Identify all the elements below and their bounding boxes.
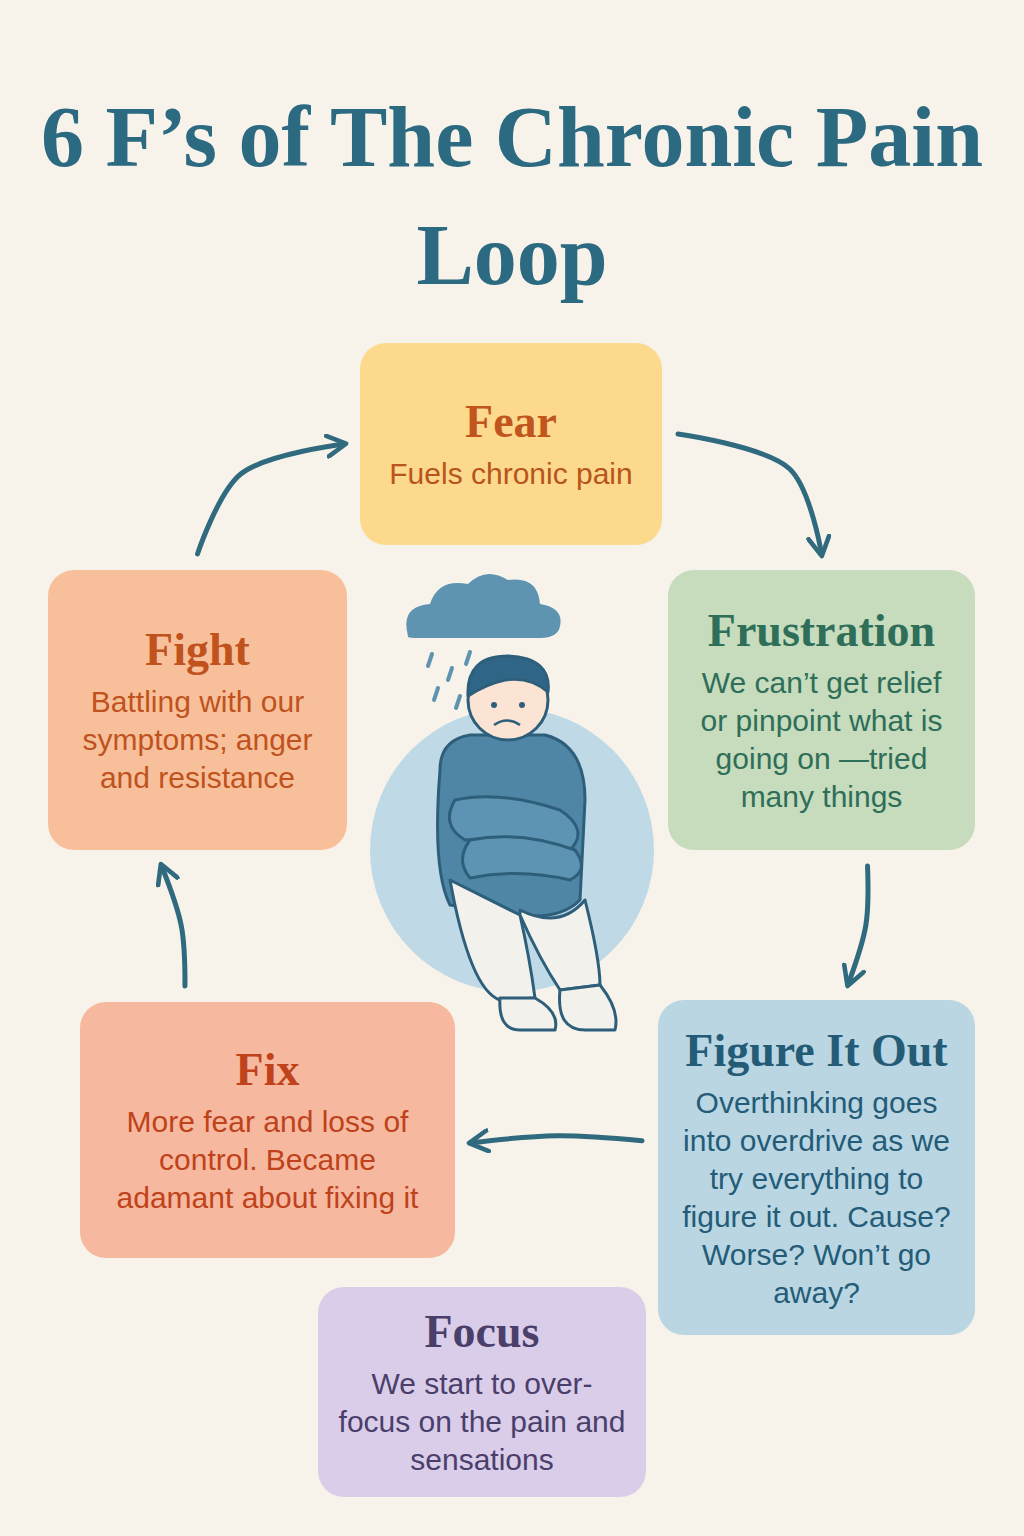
figure-it-out-box: Figure It OutOverthinking goes into over… (658, 1000, 975, 1335)
box-body: We can’t get relief or pinpoint what is … (686, 664, 957, 816)
fear-box: FearFuels chronic pain (360, 343, 662, 545)
loop-arrow (678, 434, 822, 554)
fix-box: FixMore fear and loss of control. Became… (80, 1002, 455, 1258)
loop-arrow (848, 866, 868, 984)
diagram-title: 6 F’s of The Chronic Pain Loop (40, 78, 984, 314)
box-body: Fuels chronic pain (389, 455, 632, 493)
focus-box: Focus We start to over-focus on the pain … (318, 1287, 646, 1497)
box-body: We start to over-focus on the pain and s… (336, 1365, 628, 1479)
box-body: Overthinking goes into overdrive as we t… (676, 1084, 957, 1312)
loop-arrow (471, 1136, 642, 1143)
box-body: Battling with our symptoms; anger and re… (66, 683, 329, 797)
box-heading: Fix (236, 1043, 300, 1097)
box-heading: Fear (465, 395, 557, 449)
loop-arrow (162, 866, 185, 986)
box-heading: Fight (145, 623, 250, 677)
frustration-box: Frustration We can’t get relief or pinpoi… (668, 570, 975, 850)
sad-person (438, 656, 616, 1030)
box-body: More fear and loss of control. Became ad… (98, 1103, 437, 1217)
loop-arrow (198, 444, 345, 554)
box-heading: Figure It Out (685, 1024, 947, 1078)
fight-box: FightBattling with our symptoms; anger a… (48, 570, 347, 850)
box-heading: Frustration (708, 604, 935, 658)
box-heading: Focus (425, 1305, 540, 1359)
